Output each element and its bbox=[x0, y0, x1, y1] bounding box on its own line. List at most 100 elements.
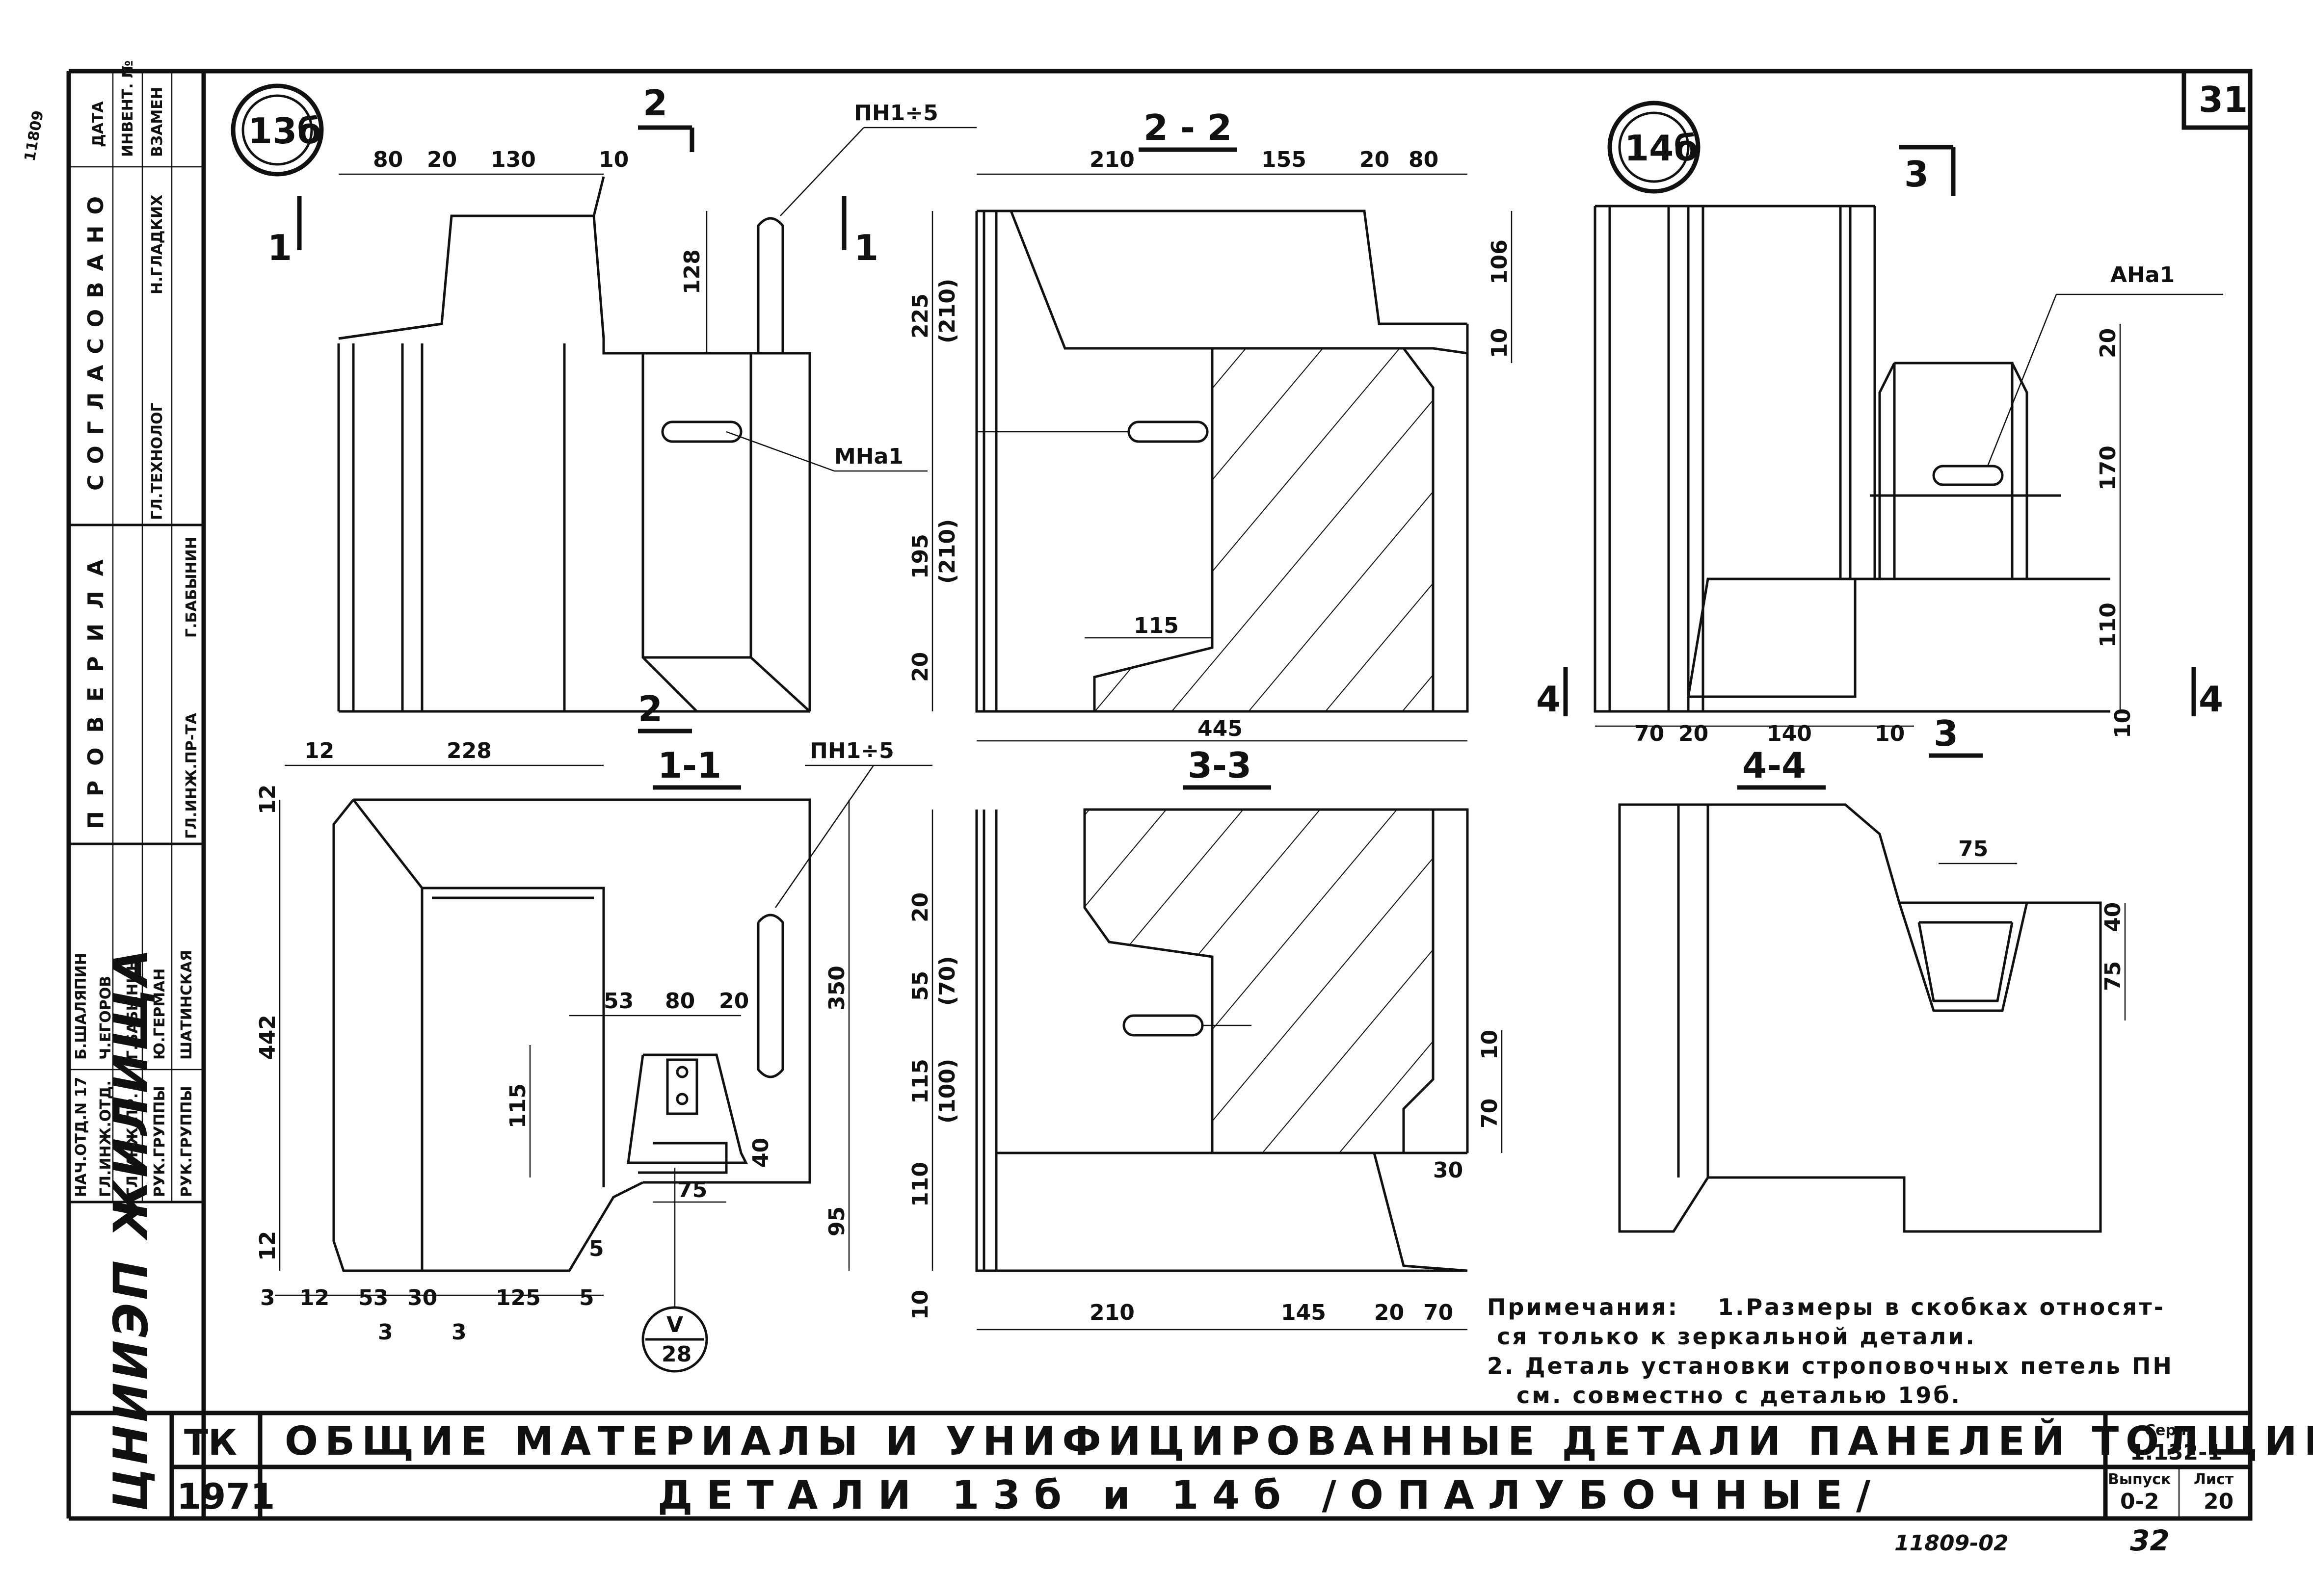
dim: 70 bbox=[1634, 721, 1664, 746]
section-mark: 1 bbox=[854, 227, 878, 268]
dim: 12 bbox=[299, 1285, 329, 1310]
dim: 170 bbox=[2096, 445, 2121, 491]
stamp-role: ГЛ.ИНЖ.ОТД. bbox=[97, 1080, 114, 1197]
detail-num: V bbox=[666, 1312, 683, 1337]
dim: 20 bbox=[1374, 1300, 1404, 1325]
section-title: 3-3 bbox=[1188, 745, 1251, 786]
checked-label: ПРОВЕРИЛА bbox=[83, 545, 108, 829]
dim: 3 bbox=[378, 1320, 393, 1345]
checked-role: ГЛ.ИНЖ.ПР-ТА bbox=[183, 712, 200, 839]
dim: 20 bbox=[427, 147, 457, 172]
section-mark: 1 bbox=[267, 227, 292, 268]
dim: 20 bbox=[1359, 147, 1389, 172]
dim: 12 bbox=[255, 1231, 280, 1261]
detail-sheet: 28 bbox=[662, 1342, 691, 1367]
dim: 110 bbox=[908, 1162, 933, 1207]
series-label: Серия bbox=[2145, 1422, 2196, 1439]
dim: 130 bbox=[491, 147, 536, 172]
note-1b: ся только к зеркальной детали. bbox=[1497, 1323, 1976, 1350]
sheet-label: Лист bbox=[2194, 1471, 2234, 1488]
dim: 30 bbox=[407, 1285, 437, 1310]
dim: 40 bbox=[2100, 902, 2126, 932]
agreed-name: Н.ГЛАДКИХ bbox=[149, 195, 166, 294]
stamp-role: РУК.ГРУППЫ bbox=[178, 1086, 195, 1197]
dim: 442 bbox=[255, 1015, 280, 1060]
dim: 5 bbox=[589, 1236, 604, 1261]
section-title: 4-4 bbox=[1742, 745, 1806, 786]
section-1-1: 1-1 ПН1÷5 V 28 12 228 12 442 12 350 95 5… bbox=[255, 738, 932, 1373]
dim: 228 bbox=[447, 738, 492, 763]
dim: 53 bbox=[604, 989, 634, 1014]
note-2b: см. совместно с деталью 19б. bbox=[1516, 1382, 1962, 1409]
badge-label: 13б bbox=[248, 110, 321, 152]
dim: 30 bbox=[1433, 1158, 1463, 1183]
dim: 12 bbox=[304, 738, 334, 763]
dim: (100) bbox=[935, 1059, 960, 1124]
note-1a: 1.Размеры в скобках относят- bbox=[1718, 1294, 2165, 1320]
agreed-role: ГЛ.ТЕХНОЛОГ bbox=[149, 402, 166, 520]
dim: 3 bbox=[452, 1320, 467, 1345]
section-mark: 4 bbox=[2199, 679, 2223, 720]
dim: 210 bbox=[1090, 1300, 1135, 1325]
dim: 3 bbox=[260, 1285, 275, 1310]
dim: 10 bbox=[1875, 721, 1905, 746]
view-14b: 14б АНа1 20 170 110 10 70 20 140 10 3 3 … bbox=[1536, 101, 2223, 758]
notes-block: Примечания: 1.Размеры в скобках относят-… bbox=[1487, 1294, 2174, 1409]
dim: (210) bbox=[935, 279, 960, 343]
title-year: 1971 bbox=[177, 1476, 275, 1517]
dim: 40 bbox=[748, 1138, 773, 1168]
note-2a: 2. Деталь установки строповочных петель … bbox=[1487, 1353, 2174, 1379]
archive-code: 11809-02 bbox=[1894, 1531, 2009, 1556]
dim: 140 bbox=[1767, 721, 1812, 746]
margin-code: 11809 bbox=[21, 109, 47, 163]
loop-label: ПН1÷5 bbox=[854, 101, 938, 126]
stamp-role: НАЧ.ОТД.N 17 bbox=[73, 1077, 90, 1197]
col-replace: ВЗАМЕН bbox=[149, 87, 166, 157]
dim: 12 bbox=[255, 785, 280, 814]
dim: 145 bbox=[1281, 1300, 1326, 1325]
issue-value: 0-2 bbox=[2120, 1489, 2159, 1514]
dim: 115 bbox=[908, 1059, 933, 1104]
notes-head: Примечания: bbox=[1487, 1294, 1679, 1320]
dim: 20 bbox=[719, 989, 749, 1014]
dim: 210 bbox=[1090, 147, 1135, 172]
stamp-name: Ч.ЕГОРОВ bbox=[97, 976, 114, 1060]
title-code: ТК bbox=[184, 1422, 237, 1463]
sheet-value: 20 bbox=[2204, 1489, 2233, 1514]
stamp-name: Ю.ГЕРМАН bbox=[151, 968, 168, 1060]
stamp-role: РУК.ГРУППЫ bbox=[151, 1086, 168, 1197]
issue-label: Выпуск bbox=[2108, 1471, 2171, 1488]
detail-badge bbox=[1607, 101, 1701, 194]
view-13b: 13б ПН1÷5 МНа1 80 20 130 10 128 2 2 1 1 bbox=[231, 82, 977, 733]
series-value: 1.132-1 bbox=[2130, 1440, 2222, 1465]
dim: 106 bbox=[1487, 239, 1512, 285]
dim: 10 bbox=[599, 147, 629, 172]
anchor-label: АНа1 bbox=[2110, 262, 2175, 288]
stamp-name: Г.БАБЫНИН bbox=[124, 959, 141, 1060]
dim: 75 bbox=[677, 1177, 707, 1203]
dim: 55 bbox=[908, 971, 933, 1001]
dim: 445 bbox=[1197, 716, 1243, 741]
dim: 10 bbox=[1487, 328, 1512, 358]
title-line-2: ДЕТАЛИ 13б и 14б /ОПАЛУБОЧНЫЕ/ bbox=[658, 1472, 1884, 1518]
sheet-number: 31 bbox=[2199, 79, 2248, 120]
stamp-table: НАЧ.ОТД.N 17 Б.ШАЛЯПИН ГЛ.ИНЖ.ОТД. Ч.ЕГО… bbox=[69, 950, 204, 1197]
section-mark: 3 bbox=[1934, 713, 1958, 754]
section-4-4: 4-4 75 40 75 bbox=[1618, 745, 2126, 1233]
dim: 10 bbox=[1477, 1030, 1502, 1060]
dim: 155 bbox=[1261, 147, 1306, 172]
section-title: 1-1 bbox=[658, 745, 721, 786]
dim: 20 bbox=[2096, 328, 2121, 358]
title-line-1: ОБЩИЕ МАТЕРИАЛЫ И УНИФИЦИРОВАННЫЕ ДЕТАЛИ… bbox=[285, 1418, 2313, 1464]
section-3-3: 3-3 20 55 (70) 115 (100) 110 10 210 145 … bbox=[908, 745, 1503, 1331]
badge-label: 14б bbox=[1624, 128, 1698, 169]
section-mark: 2 bbox=[643, 82, 667, 124]
section-mark: 2 bbox=[638, 688, 663, 730]
dim: (70) bbox=[935, 956, 960, 1006]
col-date: ДАТА bbox=[90, 101, 107, 147]
section-mark: 3 bbox=[1904, 154, 1929, 195]
dim: 75 bbox=[1958, 837, 1988, 862]
section-mark: 4 bbox=[1536, 679, 1561, 720]
